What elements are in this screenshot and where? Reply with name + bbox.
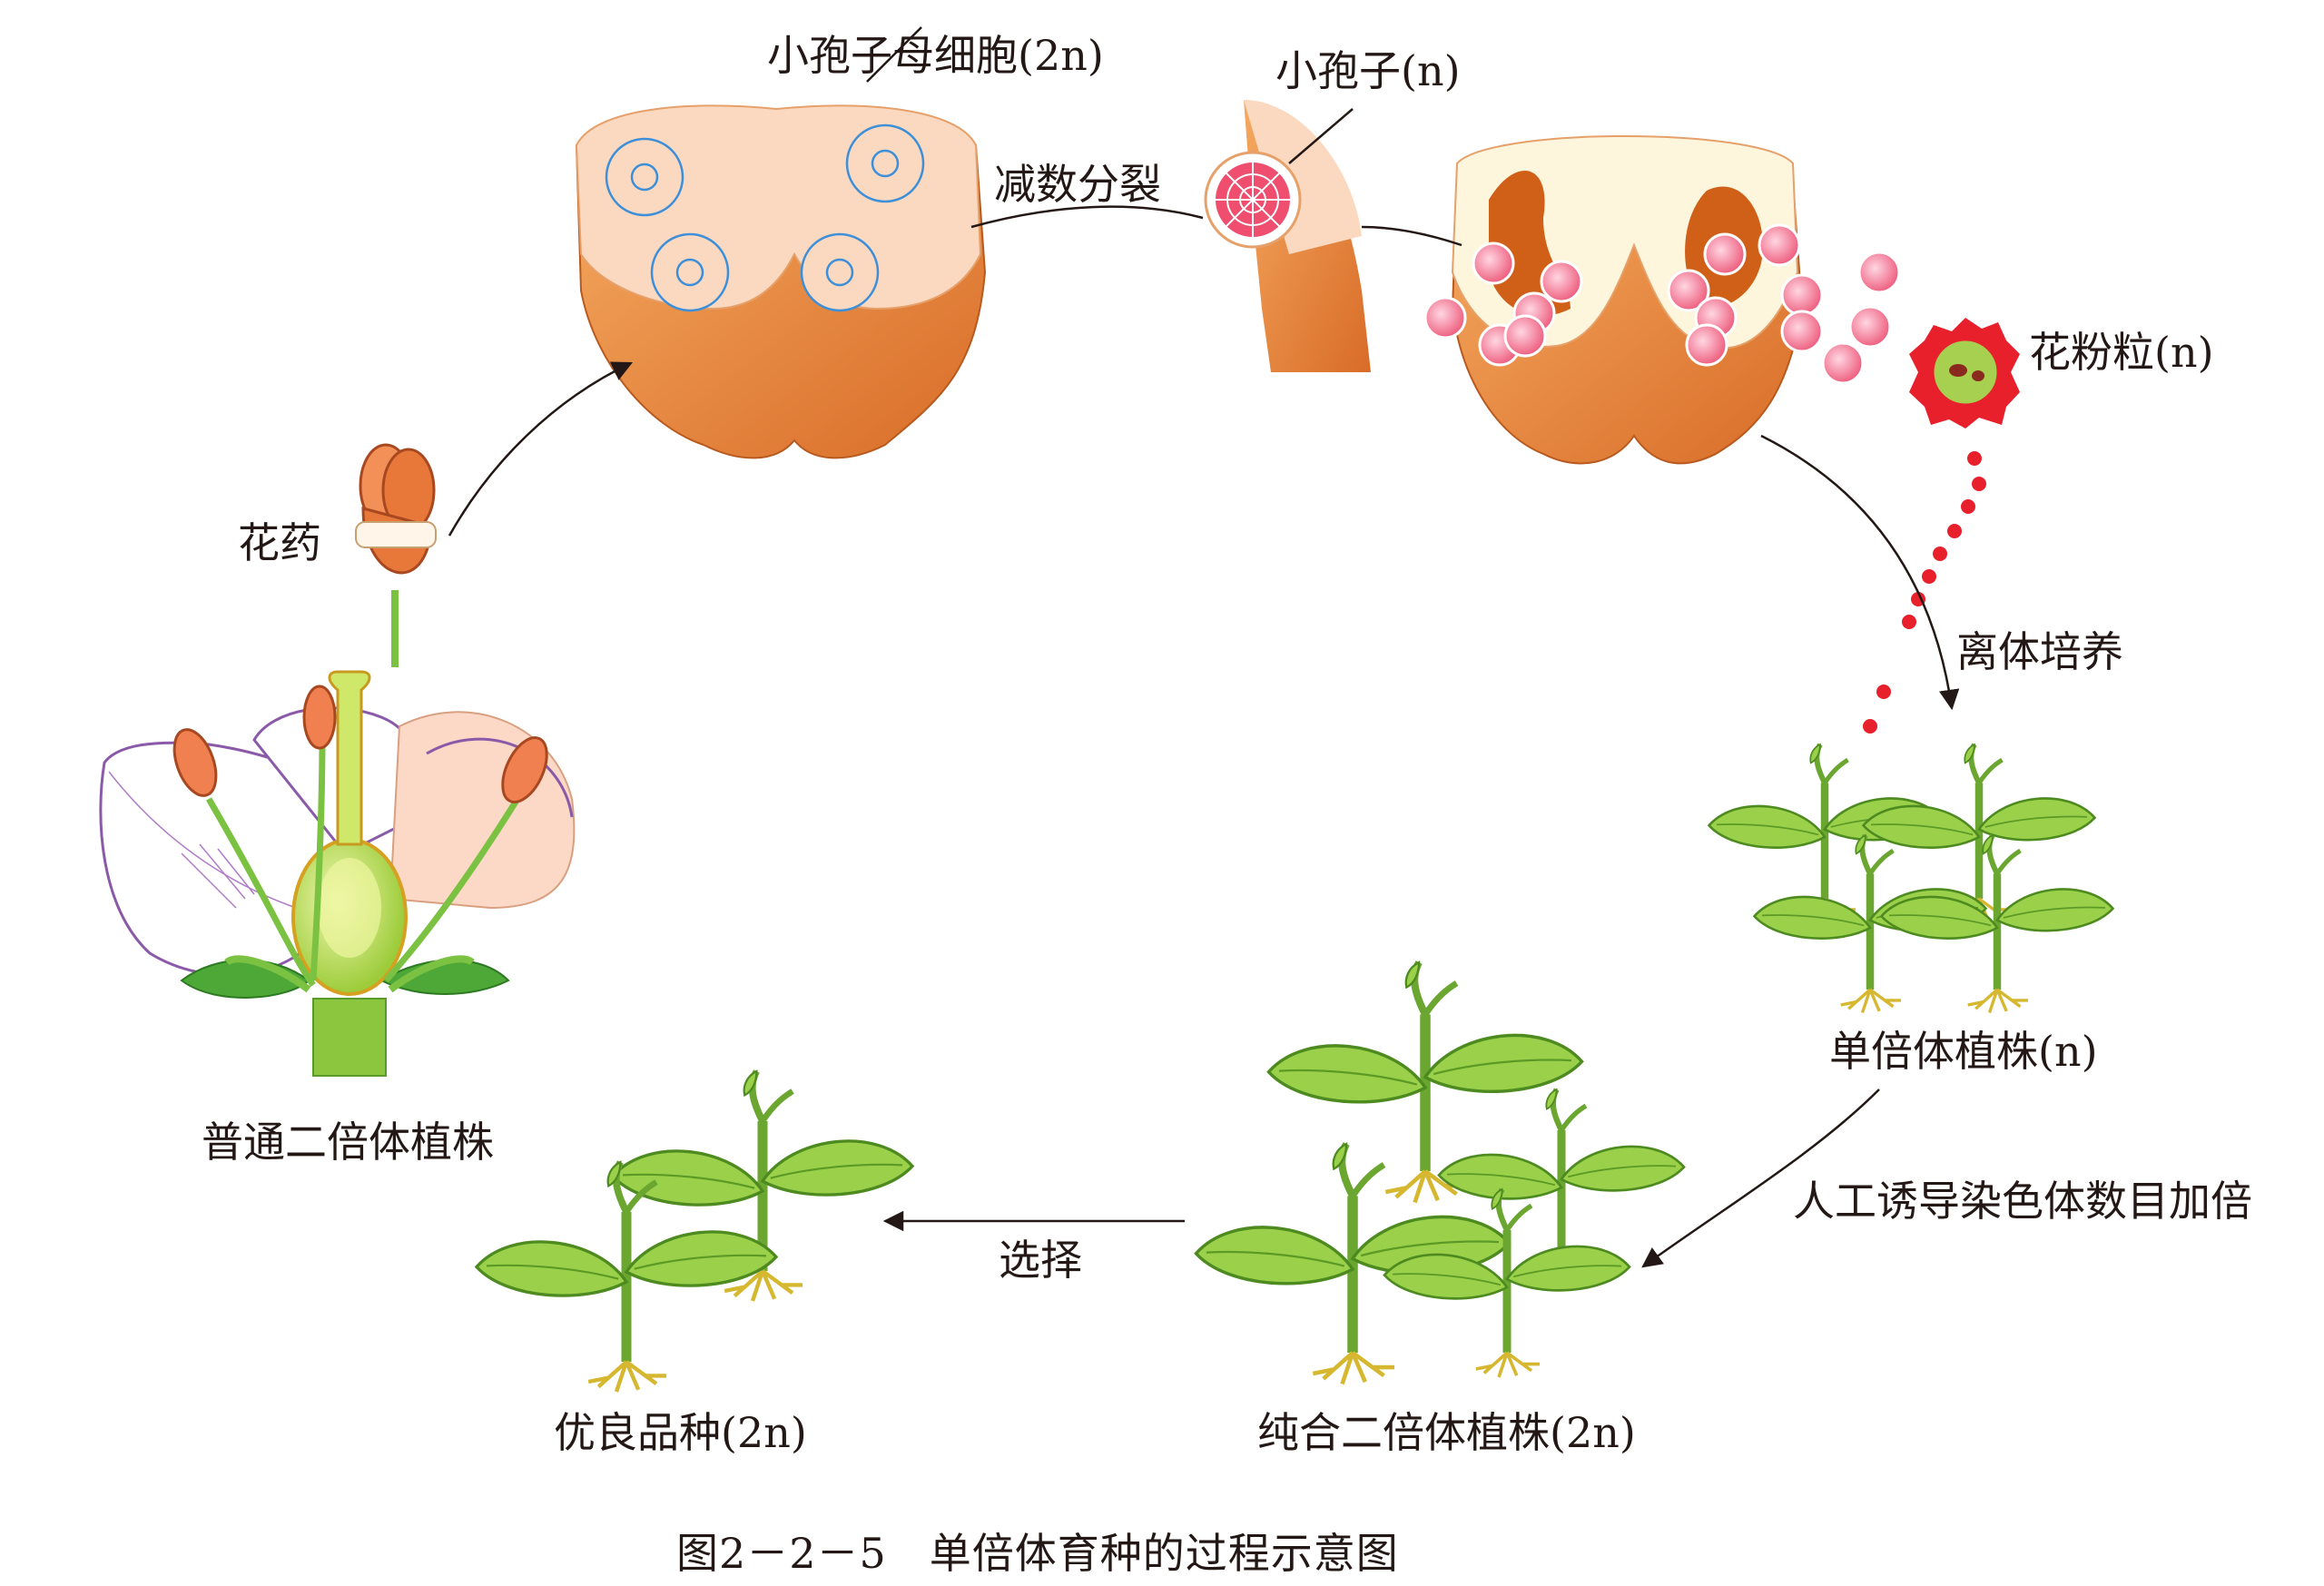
ordinary-diploid-flower: [99, 670, 576, 1077]
haploid-plants: [1709, 744, 2113, 1013]
pollen-grain: [1909, 318, 2020, 429]
anther: [355, 443, 437, 667]
label-chromosome-doubling: 人工诱导染色体数目加倍: [1793, 1177, 2252, 1226]
label-anther: 花药: [238, 518, 321, 567]
label-microspore: 小孢子(n): [1275, 46, 1461, 95]
anther-cross-section: [576, 26, 986, 459]
label-anther-culture: 离体培养: [1956, 627, 2123, 676]
process-arrows: [448, 205, 1960, 1268]
homozygous-diploid-plants: [1196, 962, 1685, 1384]
superior-variety-plants: [477, 1071, 912, 1392]
label-meiosis: 减数分裂: [994, 160, 1161, 209]
label-microspore-mother-cell: 小孢子母细胞(2n): [767, 31, 1104, 80]
mature-anther: [1451, 135, 1804, 465]
pollen-trail-dots: [1863, 451, 1986, 734]
label-pollen-grain: 花粉粒(n): [2029, 328, 2214, 377]
figure-caption: 图2－2－5 单倍体育种的过程示意图: [676, 1529, 1399, 1578]
label-selection: 选择: [999, 1236, 1082, 1285]
pollen-grains-released: [1423, 223, 1901, 385]
microspore-closeup: [1204, 100, 1371, 372]
label-ordinary-diploid: 普通二倍体植株: [202, 1118, 494, 1167]
label-superior-variety: 优良品种(2n): [554, 1408, 807, 1457]
label-homozygous-diploid: 纯合二倍体植株(2n): [1257, 1408, 1636, 1457]
label-haploid-plant: 单倍体植株(n): [1829, 1027, 2098, 1076]
